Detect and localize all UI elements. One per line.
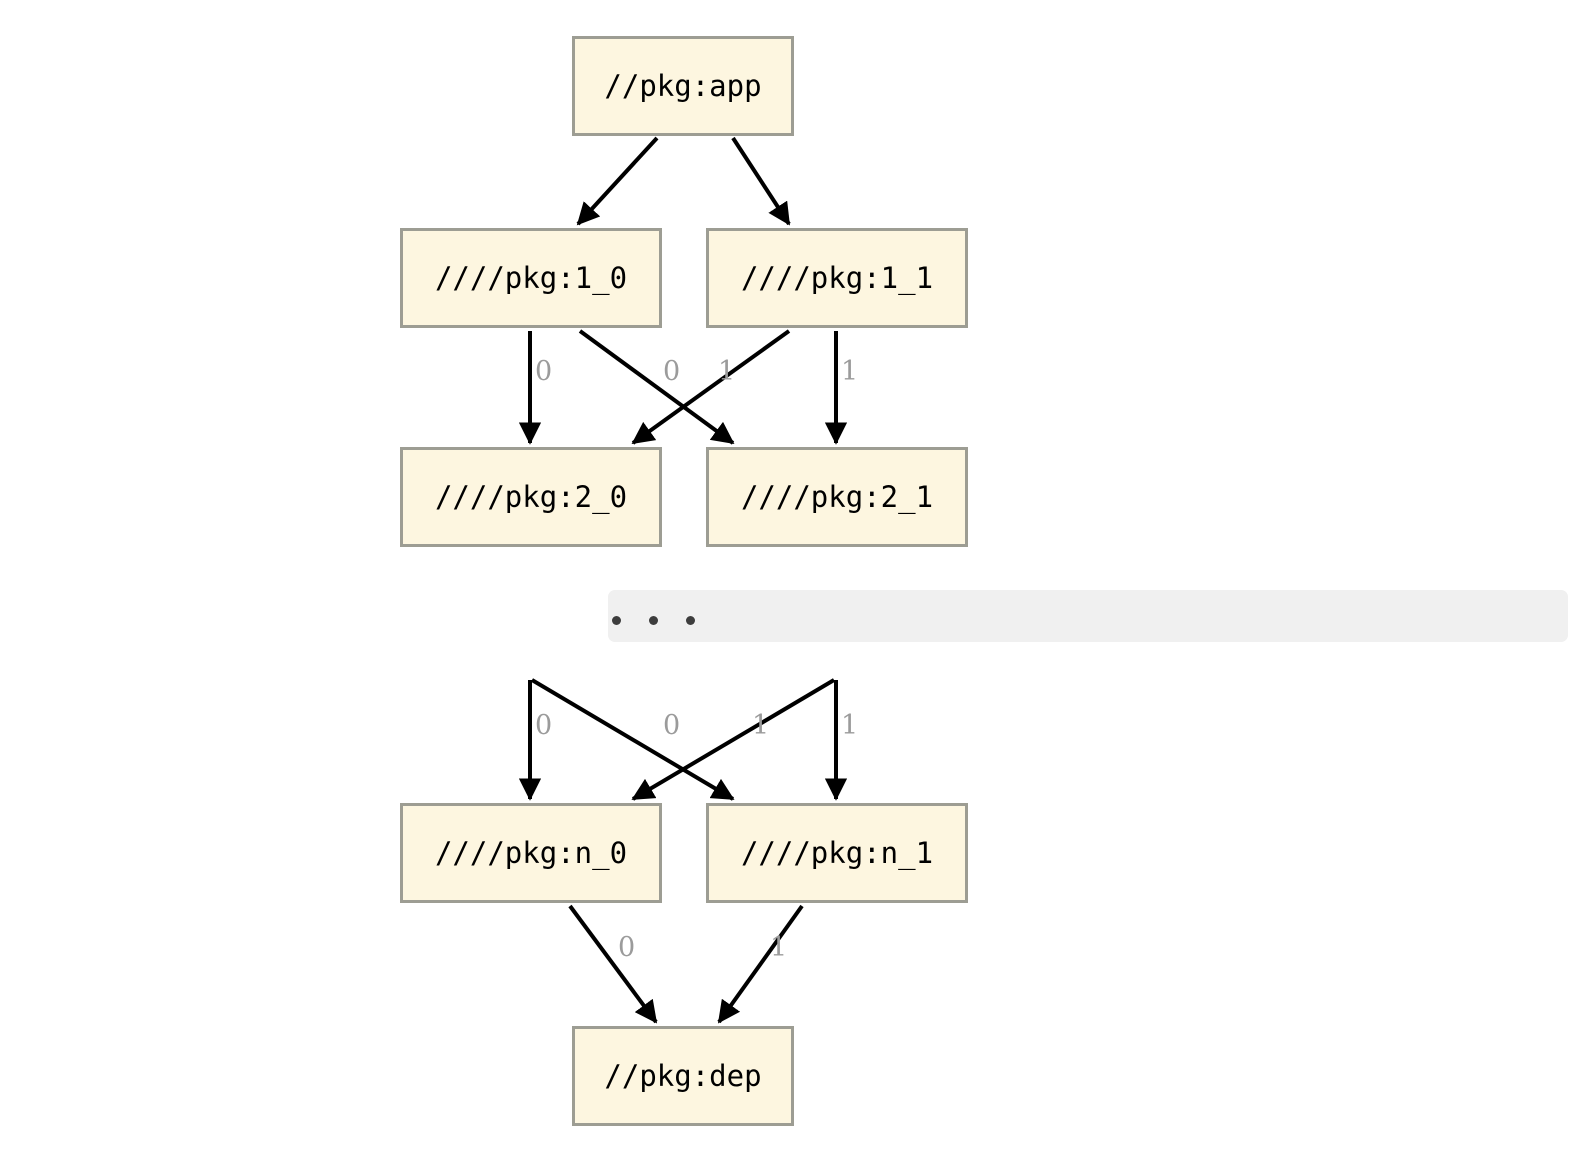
edge-label: 0: [663, 710, 681, 741]
ellipsis-separator-band: [608, 590, 1568, 642]
edge-label: 0: [618, 932, 636, 963]
ellipsis-dot: [612, 616, 621, 625]
node-n1_0[interactable]: ////pkg:1_0: [400, 228, 662, 328]
ellipsis-dot: [649, 616, 658, 625]
edges-group: [518, 136, 848, 1024]
node-n2_0[interactable]: ////pkg:2_0: [400, 447, 662, 547]
edge-label: 1: [770, 932, 788, 963]
node-n1_1[interactable]: ////pkg:1_1: [706, 228, 968, 328]
edge-hidden-to-nn_0: [631, 678, 836, 801]
node-label: //pkg:dep: [604, 1059, 762, 1093]
node-label: ////pkg:n_1: [740, 836, 934, 870]
node-nn_1[interactable]: ////pkg:n_1: [706, 803, 968, 903]
edge-label: 0: [535, 356, 553, 387]
node-label: ////pkg:1_0: [434, 261, 628, 295]
edge-label: 0: [663, 356, 681, 387]
node-label: ////pkg:2_0: [434, 480, 628, 514]
edge-label: 1: [718, 356, 736, 387]
node-n2_1[interactable]: ////pkg:2_1: [706, 447, 968, 547]
node-label: //pkg:app: [604, 69, 762, 103]
node-label: ////pkg:1_1: [740, 261, 934, 295]
ellipsis-dot: [686, 616, 695, 625]
node-nn_0[interactable]: ////pkg:n_0: [400, 803, 662, 903]
edge-label: 1: [841, 356, 859, 387]
edge-app-to-n1_1: [731, 136, 791, 226]
edge-label: 1: [841, 710, 859, 741]
ellipsis-dots: [612, 616, 723, 625]
node-dep[interactable]: //pkg:dep: [572, 1026, 794, 1126]
edge-app-to-n1_0: [576, 136, 659, 226]
node-label: ////pkg:2_1: [740, 480, 934, 514]
edge-nn_0-to-dep: [568, 904, 658, 1024]
edge-hidden-to-nn_1: [530, 678, 735, 801]
edge-n1_0-to-n2_1: [578, 329, 735, 445]
node-app[interactable]: //pkg:app: [572, 36, 794, 136]
edge-n1_1-to-n2_0: [631, 329, 791, 445]
edge-label: 1: [752, 710, 770, 741]
node-label: ////pkg:n_0: [434, 836, 628, 870]
edge-nn_1-to-dep: [717, 904, 804, 1024]
edge-label: 0: [535, 710, 553, 741]
